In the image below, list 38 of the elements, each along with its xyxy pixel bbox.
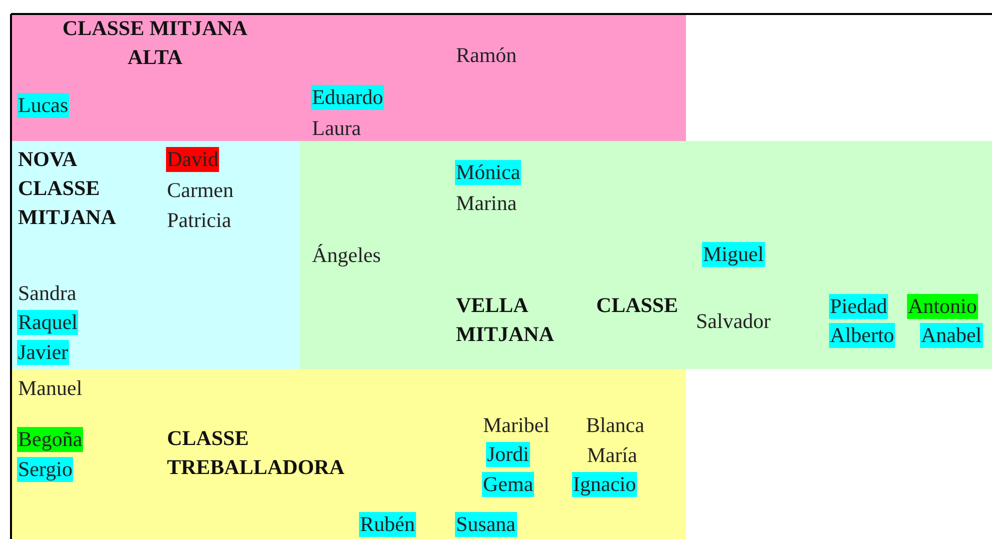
- person-name: Manuel: [18, 375, 82, 402]
- class-heading: CLASSE MITJANA ALTA: [62, 15, 248, 71]
- highlighted-name: Ignacio: [572, 472, 637, 497]
- highlighted-name: Lucas: [17, 93, 70, 118]
- highlighted-name: Mónica: [455, 160, 522, 185]
- highlighted-name: Miguel: [702, 242, 765, 267]
- highlighted-name: Antonio: [907, 294, 978, 319]
- person-name: Carmen: [167, 177, 234, 204]
- class-heading: VELLA CLASSE MITJANA: [456, 292, 678, 348]
- highlighted-name: Rubén: [359, 512, 416, 537]
- person-name: Maribel: [483, 412, 550, 439]
- highlighted-name: Alberto: [829, 323, 896, 348]
- highlighted-name: David: [166, 147, 220, 172]
- upper-middle-class-area: [12, 15, 686, 141]
- class-heading: CLASSE TREBALLADORA: [167, 425, 346, 481]
- highlighted-name: Sergio: [17, 457, 74, 482]
- class-heading: NOVA CLASSE MITJANA: [18, 146, 117, 231]
- highlighted-name: Anabel: [920, 323, 983, 348]
- person-name: Marina: [456, 190, 517, 217]
- person-name: Laura: [312, 115, 361, 142]
- highlighted-name: Susana: [455, 512, 516, 537]
- highlighted-name: Piedad: [829, 294, 888, 319]
- highlighted-name: Begoña: [17, 427, 84, 452]
- person-name: Salvador: [696, 308, 771, 335]
- person-name: Ramón: [456, 42, 517, 69]
- new-middle-class-area: [12, 141, 300, 369]
- old-middle-class-area: [300, 141, 992, 369]
- highlighted-name: Gema: [482, 472, 534, 497]
- person-name: María: [587, 442, 638, 469]
- highlighted-name: Jordi: [486, 442, 530, 467]
- highlighted-name: Javier: [17, 340, 70, 365]
- person-name: Ángeles: [312, 242, 381, 269]
- highlighted-name: Raquel: [17, 310, 78, 335]
- person-name: Sandra: [18, 280, 76, 307]
- person-name: Blanca: [586, 412, 644, 439]
- person-name: Patricia: [167, 207, 232, 234]
- highlighted-name: Eduardo: [311, 85, 384, 110]
- working-class-area: [12, 369, 686, 539]
